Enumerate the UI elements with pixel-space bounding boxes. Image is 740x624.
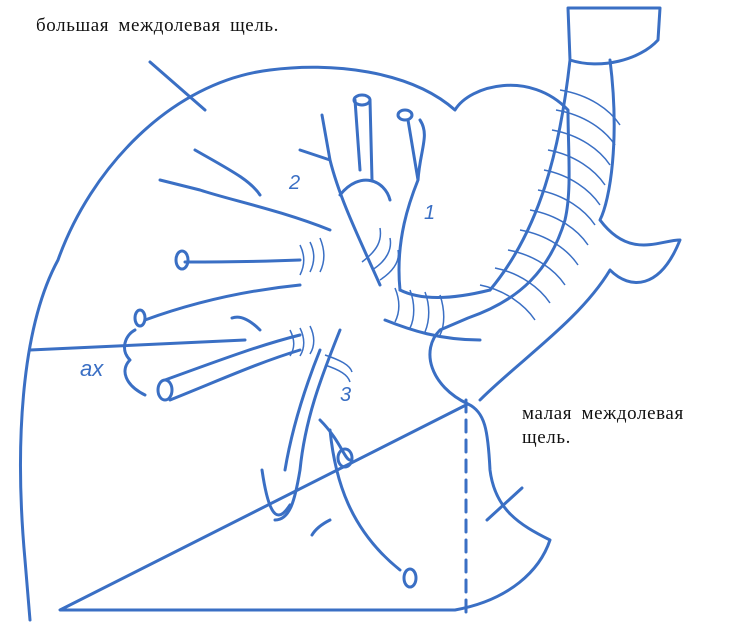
branch-lower-mid <box>312 520 330 535</box>
bronchus-end-left-low <box>135 310 145 326</box>
major-fissure-line <box>30 340 245 350</box>
trachea <box>568 8 660 64</box>
branch-lower-3 <box>275 330 340 520</box>
branch-upper-top <box>355 100 372 180</box>
bronchus-end-top-right <box>398 110 412 120</box>
branch-left-mid <box>145 260 300 320</box>
branch-left-lower-fork <box>232 317 260 330</box>
branch-upper-1 <box>399 120 424 290</box>
axial-marker: ax <box>80 356 103 382</box>
branch-left-upper <box>160 150 330 230</box>
branch-lower-3b <box>320 420 400 570</box>
branch-number-1: 1 <box>424 202 435 225</box>
lung-outline <box>21 67 570 620</box>
bronchus-end-left-mid <box>176 251 188 269</box>
minor-fissure-label: малая междолевая щель. <box>522 402 736 450</box>
branch-left-lower <box>165 335 300 400</box>
bronchus-end-lower <box>338 449 352 467</box>
branch-number-3: 3 <box>340 384 351 407</box>
branch-lower-left <box>262 470 290 515</box>
ax-brace <box>125 330 145 395</box>
major-fissure-label: большая междолевая щель. <box>36 14 279 38</box>
branch-number-2: 2 <box>289 172 300 195</box>
bronchus-end-left-lower <box>158 380 172 400</box>
trachea-wall <box>480 60 680 400</box>
minor-fissure-pointer <box>487 488 522 520</box>
bronchus-end-bottom <box>404 569 416 587</box>
